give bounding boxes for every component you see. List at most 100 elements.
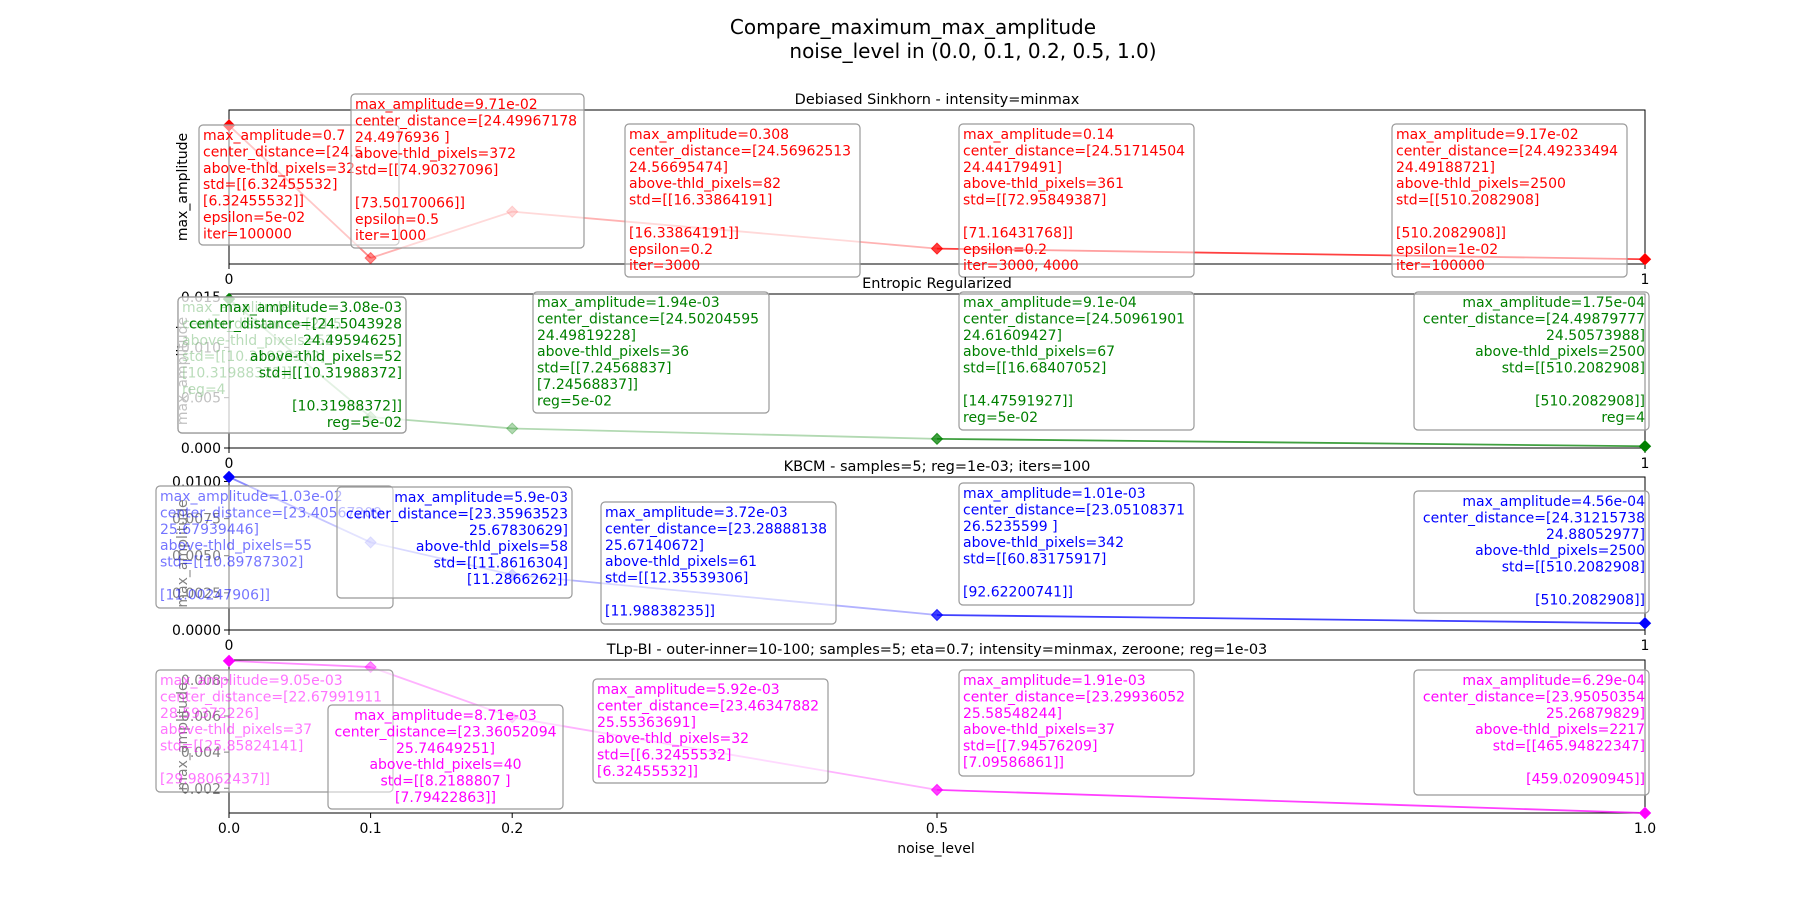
- annotation-line: std=[[11.8616304]: [434, 556, 568, 572]
- annotation-line: std=[[6.32455532]: [597, 748, 731, 764]
- subplot-4: TLp-BI - outer-inner=10-100; samples=5; …: [155, 642, 1656, 837]
- annotation: max_amplitude=6.29e-04center_distance=[2…: [1413, 669, 1650, 796]
- annotation-line: 25.67939446]: [160, 522, 259, 538]
- annotation-line: above-thld_pixels=372: [355, 146, 516, 162]
- annotation-line: [7.24568837]]: [537, 377, 638, 393]
- annotation-line: 26.5235599 ]: [963, 519, 1058, 535]
- data-point: [222, 470, 236, 484]
- annotation-line: std=[[7.24568837]: [537, 361, 671, 377]
- annotation: max_amplitude=8.71e-03center_distance=[2…: [327, 704, 564, 810]
- annotation-line: max_amplitude=0.7: [203, 128, 345, 144]
- annotation-line: 28.59372226]: [160, 706, 259, 722]
- data-point: [1638, 253, 1652, 266]
- annotation-box: [177, 296, 407, 434]
- annotation-line: max_amplitude=1.01e-03: [963, 486, 1146, 502]
- annotation-line: center_distance=[23.35963523: [346, 506, 568, 522]
- annotation-line: above-thld_pixels=67: [963, 344, 1115, 360]
- annotation-line: std=[[7.94576209]: [963, 739, 1097, 755]
- annotation-line: max_amplitude=9.71e-02: [355, 97, 538, 113]
- annotation-line: [71.16431768]]: [963, 225, 1073, 241]
- annotation-line: std=[[60.83175917]: [963, 552, 1106, 568]
- x-tick-label: 1: [1641, 456, 1650, 472]
- annotation-line: iter=3000, 4000: [963, 258, 1079, 274]
- figure-title-line2: noise_level in (0.0, 0.1, 0.2, 0.5, 1.0): [789, 39, 1156, 63]
- figure-title-line1: Compare_maximum_max_amplitude: [730, 15, 1096, 39]
- annotation-line: above-thld_pixels=2217: [1475, 722, 1645, 738]
- annotation: max_amplitude=5.92e-03center_distance=[2…: [592, 678, 829, 784]
- annotation-line: std=[[74.90327096]: [355, 163, 498, 179]
- annotation-line: center_distance=[24.31215738: [1423, 510, 1645, 526]
- annotation: max_amplitude=4.56e-04center_distance=[2…: [1413, 490, 1650, 614]
- annotation-box: [624, 123, 861, 278]
- annotation-box: [958, 291, 1195, 431]
- annotation-box: [1413, 291, 1650, 431]
- annotation-line: above-thld_pixels=2500: [1396, 176, 1566, 192]
- annotation: max_amplitude=1.91e-03center_distance=[2…: [958, 669, 1195, 777]
- subplot-title: KBCM - samples=5; reg=1e-03; iters=100: [784, 459, 1091, 475]
- annotation-line: [14.47591927]]: [963, 393, 1073, 409]
- annotation-line: reg=5e-02: [537, 393, 612, 409]
- annotation-box: [958, 123, 1195, 278]
- annotation-line: 24.88052977]: [1546, 527, 1645, 543]
- data-point: [505, 422, 519, 435]
- annotation-line: [459.02090945]]: [1526, 771, 1645, 787]
- annotation-line: std=[[10.31988372]: [259, 366, 402, 382]
- annotation-line: above-thld_pixels=36: [537, 344, 689, 360]
- data-point: [1638, 440, 1652, 453]
- annotation-line: epsilon=0.2: [963, 242, 1047, 258]
- annotation-line: 24.49819228]: [537, 328, 636, 344]
- annotation-line: iter=100000: [1396, 258, 1485, 274]
- annotation-line: 25.74649251]: [396, 741, 495, 757]
- annotation-line: max_amplitude=6.29e-04: [1462, 673, 1645, 689]
- y-tick-label: 0.000: [181, 441, 221, 457]
- annotation-line: above-thld_pixels=37: [963, 722, 1115, 738]
- annotation-line: 24.4976936 ]: [355, 130, 450, 146]
- annotation-line: above-thld_pixels=342: [963, 535, 1124, 551]
- annotation-line: epsilon=1e-02: [1396, 242, 1498, 258]
- annotation-line: std=[[72.95849387]: [963, 193, 1106, 209]
- annotation: max_amplitude=9.71e-02center_distance=[2…: [350, 93, 585, 249]
- annotation: max_amplitude=1.75e-04center_distance=[2…: [1413, 291, 1650, 431]
- annotation-line: std=[[465.94822347]: [1493, 739, 1645, 755]
- x-tick-label: 0: [225, 456, 234, 472]
- annotation-line: reg=4: [1601, 410, 1645, 426]
- subplot-3: KBCM - samples=5; reg=1e-03; iters=100 ma…: [155, 459, 1652, 654]
- data-point: [1638, 806, 1652, 820]
- annotation-line: reg=5e-02: [963, 410, 1038, 426]
- annotation-line: 24.44179491]: [963, 160, 1062, 176]
- subplot-title: Debiased Sinkhorn - intensity=minmax: [795, 92, 1080, 108]
- annotation-line: center_distance=[24.5: [203, 144, 363, 160]
- annotation-line: 24.49594625]: [303, 333, 402, 349]
- annotation-line: [11.00247906]]: [160, 587, 270, 603]
- x-tick-label: 0.5: [926, 821, 948, 837]
- data-point: [930, 242, 944, 255]
- annotation-line: max_amplitude=0.14: [963, 127, 1114, 143]
- x-tick-label: 1.0: [1634, 821, 1656, 837]
- annotation-line: epsilon=0.2: [629, 242, 713, 258]
- x-tick-label: 1: [1641, 638, 1650, 654]
- x-tick-label: 0.1: [359, 821, 381, 837]
- annotation-line: above-thld_pixels=58: [416, 539, 568, 555]
- annotation-line: max_amplitude=4.56e-04: [1462, 494, 1645, 510]
- annotation-line: max_amplitude=3.08e-03: [219, 300, 402, 316]
- annotation: max_amplitude=0.308center_distance=[24.5…: [624, 123, 861, 278]
- annotation-line: center_distance=[24.56962513: [629, 143, 851, 159]
- annotation-line: max_amplitude=9.17e-02: [1396, 127, 1579, 143]
- x-tick-label: 0: [225, 272, 234, 288]
- annotation-line: center_distance=[23.46347882: [597, 698, 819, 714]
- annotation-line: iter=100000: [203, 226, 292, 242]
- annotation-line: center_distance=[22.67991911: [160, 689, 382, 705]
- annotation-line: above-thld_pixels=82: [629, 176, 781, 192]
- annotation-line: 24.49188721]: [1396, 160, 1495, 176]
- annotation: max_amplitude=1.94e-03center_distance=[2…: [532, 291, 770, 414]
- annotation-line: 25.55363691]: [597, 715, 696, 731]
- x-axis-label: noise_level: [897, 841, 975, 857]
- annotation-line: 24.50573988]: [1546, 328, 1645, 344]
- annotation-line: max_amplitude=1.75e-04: [1462, 295, 1645, 311]
- annotation: max_amplitude=1.01e-03center_distance=[2…: [958, 482, 1195, 606]
- annotation-line: [510.2082908]]: [1396, 225, 1506, 241]
- annotation-line: above-thld_pixels=37: [160, 722, 312, 738]
- annotation-line: center_distance=[23.95050354: [1423, 689, 1645, 705]
- annotation-line: 24.61609427]: [963, 328, 1062, 344]
- annotation-line: above-thld_pixels=40: [369, 757, 521, 773]
